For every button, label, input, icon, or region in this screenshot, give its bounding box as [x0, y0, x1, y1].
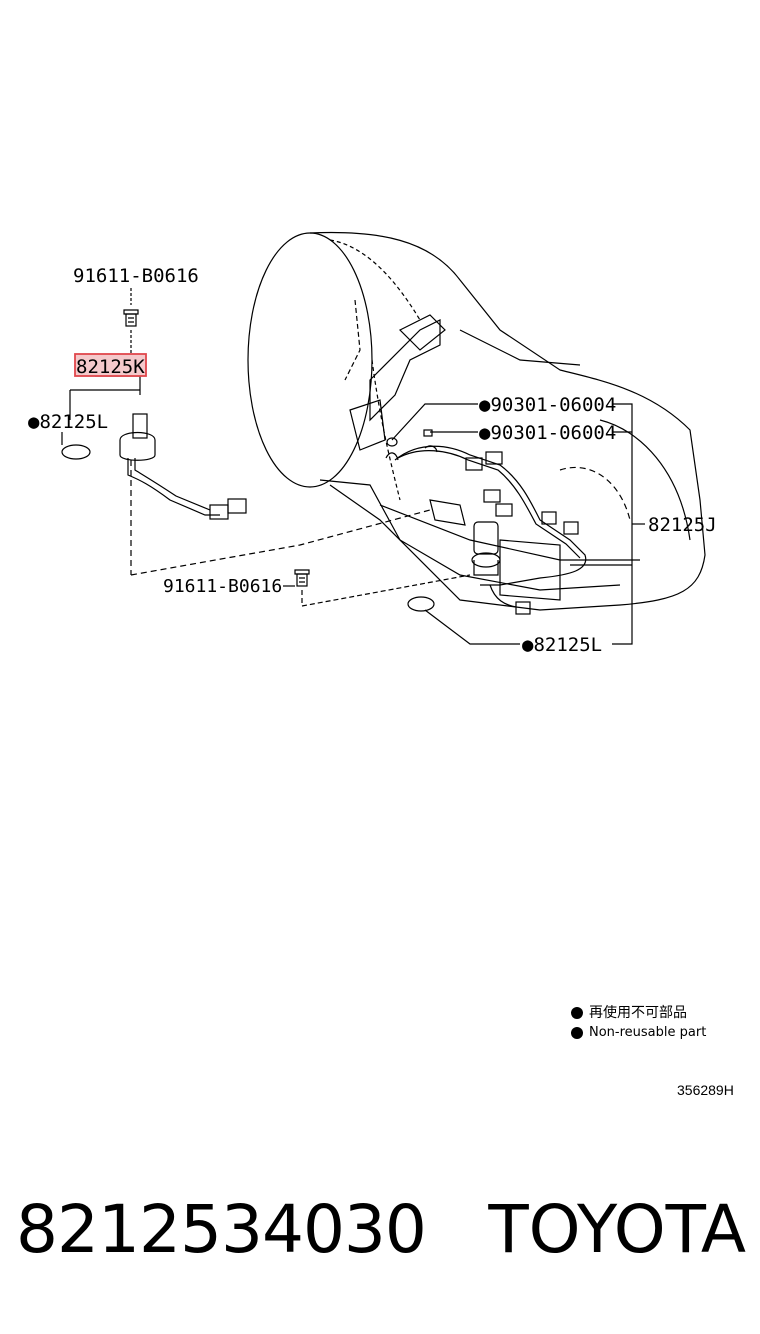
legend-jp-text: 再使用不可部品	[589, 1005, 687, 1021]
speed-sensor-exploded	[61, 288, 431, 576]
bolt-bottom	[283, 569, 471, 607]
leader-lines	[391, 403, 645, 645]
label-harness[interactable]: 82125J	[648, 514, 717, 536]
legend: 再使用不可部品 Non-reusable part	[571, 1003, 706, 1043]
bullet-icon	[571, 1027, 583, 1039]
wiring-harness	[394, 445, 587, 615]
diagram-id: 356289H	[677, 1082, 734, 1098]
plugs	[385, 429, 438, 461]
label-plug-a[interactable]: ●90301-06004	[479, 394, 616, 416]
label-sensor-highlighted[interactable]: 82125K	[76, 356, 145, 378]
bolt-top	[123, 309, 139, 327]
footer: 8212534030 TOYOTA	[16, 1190, 746, 1270]
parts-diagram: 91611-B0616 82125K ●82125L ●90301-06004 …	[28, 231, 717, 656]
label-oring-bottom[interactable]: ●82125L	[522, 634, 602, 656]
highlight-box	[74, 353, 147, 377]
part-number: 8212534030	[16, 1191, 427, 1268]
legend-en-text: Non-reusable part	[589, 1025, 707, 1040]
legend-row-jp: 再使用不可部品	[571, 1003, 706, 1023]
label-bolt-bottom[interactable]: 91611-B0616	[163, 576, 282, 597]
label-plug-b[interactable]: ●90301-06004	[479, 422, 616, 444]
bullet-icon	[571, 1007, 583, 1019]
brand-name: TOYOTA	[488, 1191, 746, 1268]
legend-row-en: Non-reusable part	[571, 1023, 706, 1043]
speed-sensor-installed	[471, 521, 501, 576]
label-oring-left[interactable]: ●82125L	[28, 411, 108, 433]
label-bolt-top[interactable]: 91611-B0616	[73, 265, 199, 287]
transmission-housing	[247, 231, 706, 611]
